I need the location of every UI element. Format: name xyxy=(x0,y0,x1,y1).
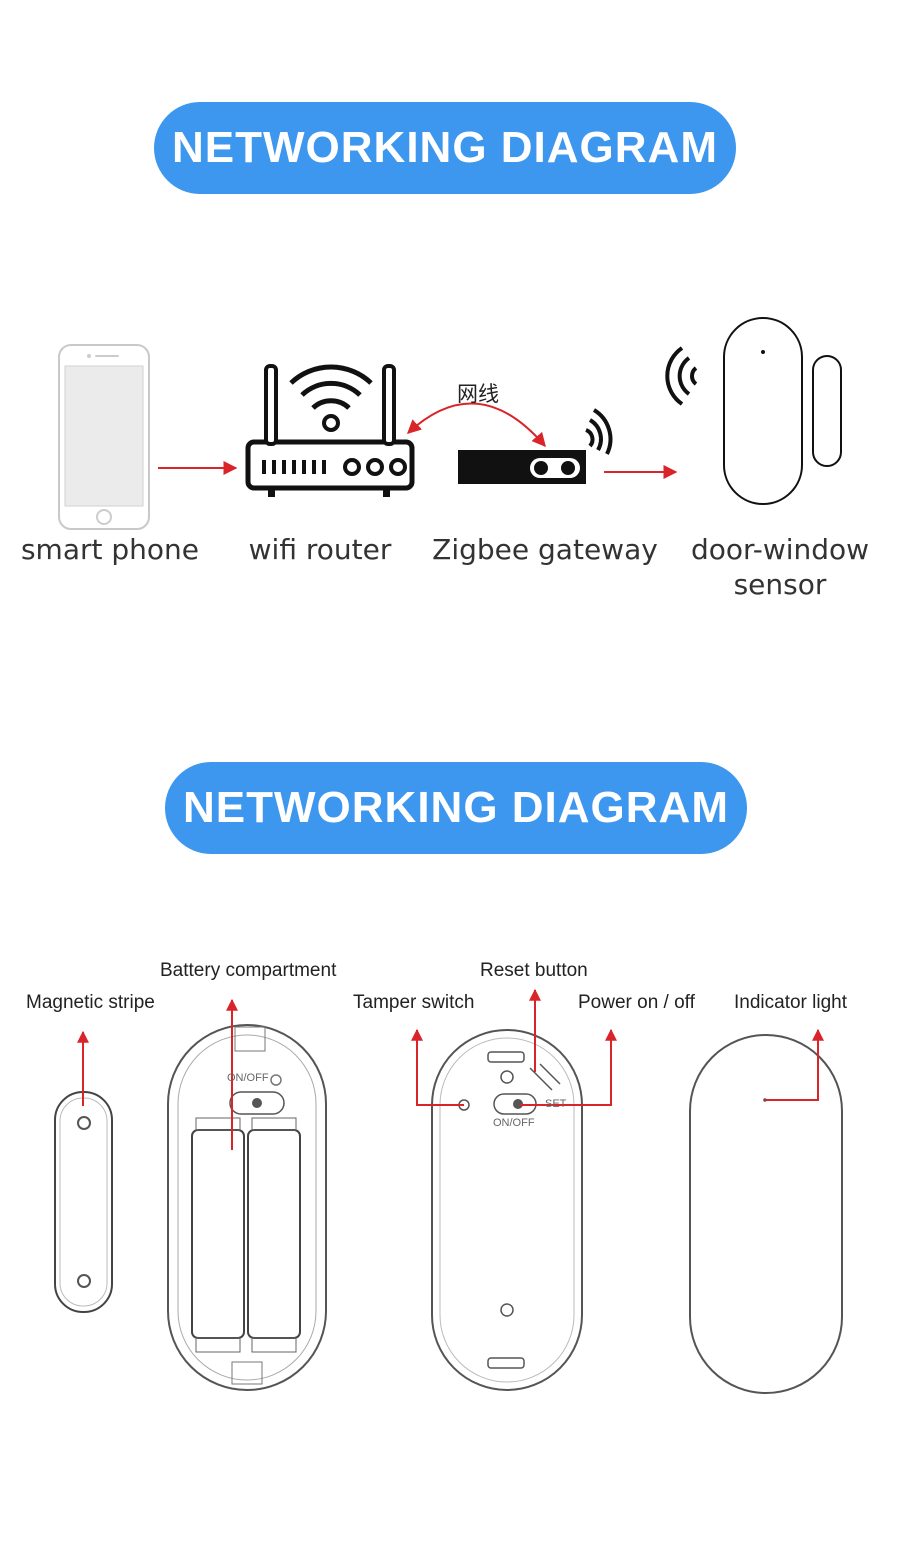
part-label-indicator-light: Indicator light xyxy=(734,992,848,1013)
pointer-indicator-light xyxy=(765,1028,824,1101)
door-window-sensor-icon xyxy=(665,317,842,505)
sensor-front-icon xyxy=(689,1034,843,1394)
pointer-power-switch xyxy=(520,1028,617,1106)
router-icon xyxy=(245,364,415,497)
set-mark-back: SET xyxy=(545,1098,567,1110)
part-label-magnetic-stripe: Magnetic stripe xyxy=(26,992,155,1013)
on-off-mark-battery: ON/OFF xyxy=(227,1072,269,1084)
device-label-sensor-line1: door-window xyxy=(690,533,870,566)
cable-label: 网线 xyxy=(457,382,499,406)
magnet-part-icon xyxy=(54,1091,113,1313)
section-title-parts: NETWORKING DIAGRAM xyxy=(165,762,747,854)
device-label-sensor-line2: sensor xyxy=(733,568,827,601)
pointer-tamper-switch xyxy=(411,1028,464,1106)
part-label-battery-compartment: Battery compartment xyxy=(160,960,337,981)
device-label-router: wifi router xyxy=(248,533,392,566)
part-label-power-switch: Power on / off xyxy=(578,992,695,1013)
battery-compartment-icon xyxy=(167,1024,327,1391)
on-off-mark-back: ON/OFF xyxy=(493,1117,535,1129)
device-label-gateway: Zigbee gateway xyxy=(432,533,658,566)
smartphone-icon xyxy=(58,344,150,530)
section-title-networking: NETWORKING DIAGRAM xyxy=(154,102,736,194)
part-label-tamper-switch: Tamper switch xyxy=(353,992,475,1013)
device-label-smartphone: smart phone xyxy=(20,533,200,566)
part-label-reset-button: Reset button xyxy=(480,960,588,981)
cable-link-arrow xyxy=(406,402,546,448)
sensor-back-icon xyxy=(431,1029,583,1391)
gateway-icon xyxy=(458,408,613,484)
